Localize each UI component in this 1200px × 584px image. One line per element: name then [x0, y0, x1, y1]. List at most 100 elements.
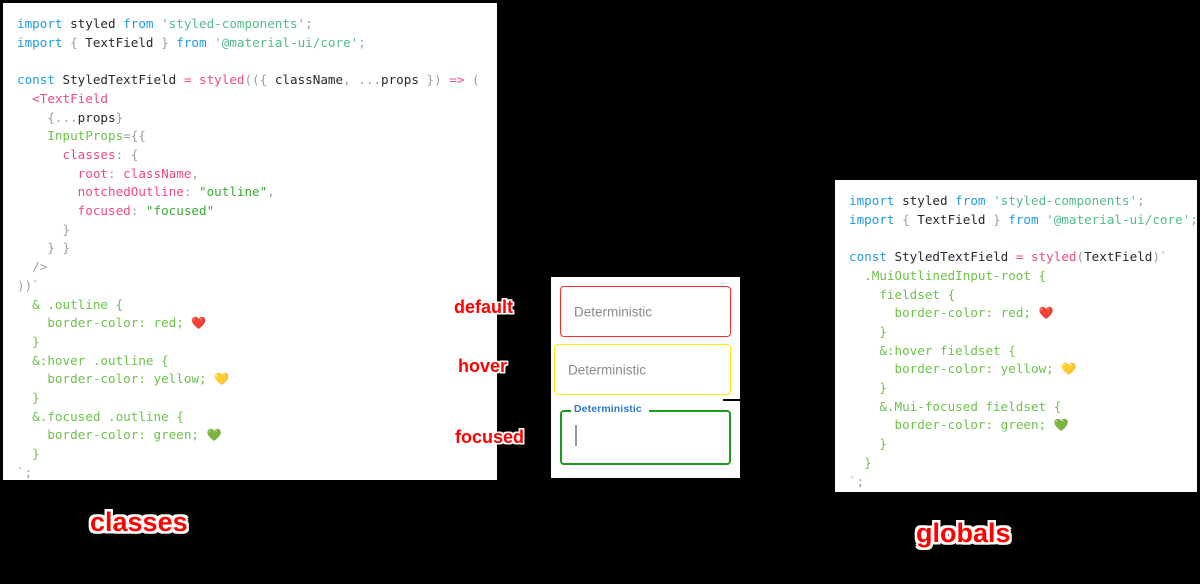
- code-token: 💛: [1061, 362, 1077, 377]
- code-token: ;: [358, 34, 366, 50]
- code-token: :: [130, 203, 146, 219]
- code-line: import styled from 'styled-components';: [849, 192, 1187, 211]
- code-token: ): [434, 72, 450, 88]
- code-line: focused: "focused": [17, 202, 487, 221]
- code-token: styled: [902, 193, 956, 208]
- textfield-default-label: Deterministic: [574, 304, 653, 319]
- code-token: TextField: [39, 90, 108, 106]
- code-token: green: [153, 427, 192, 443]
- code-token: <: [17, 90, 40, 106]
- code-token: (: [1076, 249, 1085, 265]
- code-line: }: [849, 435, 1187, 454]
- code-token: :: [183, 184, 199, 200]
- code-token: StyledTextField: [894, 249, 1016, 265]
- code-token: focused: [17, 203, 131, 219]
- code-line: }: [17, 221, 487, 240]
- textfield-focused-floating-label: Deterministic: [574, 403, 642, 415]
- code-token: green: [1000, 417, 1039, 433]
- code-line: }: [849, 454, 1187, 473]
- code-token: ))`: [17, 277, 40, 293]
- code-token: }: [849, 436, 887, 452]
- code-token: {: [17, 109, 55, 125]
- code-line: const StyledTextField = styled(({ classN…: [17, 71, 487, 90]
- code-token: ;: [176, 315, 192, 331]
- code-token: ...: [358, 72, 382, 88]
- code-token: } }: [17, 240, 71, 256]
- code-token: red: [1000, 305, 1024, 321]
- code-token: notchedOutline: [17, 184, 184, 200]
- code-line: border-color: red; ❤️: [849, 304, 1187, 323]
- code-token: '@material-ui/core': [214, 34, 359, 50]
- code-line: ))`: [17, 277, 487, 296]
- code-token: TextField: [917, 211, 986, 227]
- code-token: ❤️: [1038, 306, 1054, 321]
- code-line: import { TextField } from '@material-ui/…: [849, 211, 1197, 230]
- code-token: ;: [191, 427, 207, 443]
- code-token: }: [17, 221, 71, 237]
- code-line: } }: [17, 239, 487, 258]
- textfield-focused[interactable]: Deterministic: [560, 403, 731, 465]
- code-token: : {: [115, 146, 139, 162]
- code-token: import: [849, 211, 903, 227]
- code-line: &.Mui-focused fieldset {: [849, 398, 1187, 417]
- code-line: root: className,: [17, 165, 487, 184]
- code-token: ;: [305, 16, 313, 31]
- code-token: ;: [199, 371, 215, 387]
- text-caret: [575, 425, 577, 446]
- code-token: }: [418, 72, 435, 88]
- code-token: }: [985, 211, 1009, 227]
- code-token: }: [115, 109, 124, 125]
- code-token: {: [70, 34, 86, 50]
- code-token: ...: [54, 109, 78, 125]
- code-line: }: [849, 323, 1187, 342]
- code-token: 💚: [206, 428, 222, 443]
- code-token: }: [17, 333, 40, 349]
- code-line: InputProps={{: [17, 127, 487, 146]
- code-token: border-color: [17, 371, 139, 387]
- code-token: const: [849, 249, 895, 265]
- code-token: props: [381, 72, 419, 88]
- code-token: '@material-ui/core': [1046, 211, 1191, 227]
- code-line: {...props}: [17, 109, 487, 128]
- code-token: border-color: [849, 417, 986, 433]
- code-line: notchedOutline: "outline",: [17, 183, 487, 202]
- textfield-hover[interactable]: Deterministic: [554, 344, 731, 395]
- code-token: {: [902, 211, 918, 227]
- code-token: }: [849, 454, 872, 470]
- code-token: red: [153, 315, 177, 331]
- code-token: {: [259, 72, 275, 88]
- code-line: .MuiOutlinedInput-root {: [849, 267, 1187, 286]
- code-token: &.Mui-focused fieldset {: [849, 398, 1062, 414]
- code-token: ;: [1190, 212, 1197, 227]
- code-token: import: [17, 34, 71, 50]
- code-token: ;: [1023, 305, 1039, 321]
- code-token: from: [176, 34, 215, 50]
- code-token: fieldset {: [849, 286, 956, 302]
- code-token: TextField: [85, 34, 154, 50]
- callout-classes-title: classes: [90, 507, 188, 537]
- code-token: border-color: [17, 427, 139, 443]
- code-token: ,: [267, 184, 275, 200]
- code-token: &:hover .outline {: [17, 352, 169, 368]
- code-token: :: [138, 371, 154, 387]
- code-token: yellow: [1000, 361, 1047, 377]
- code-token: &:hover fieldset {: [849, 342, 1016, 358]
- code-token: :: [985, 361, 1001, 377]
- code-line: `;: [849, 473, 1187, 492]
- code-line: }: [17, 389, 487, 408]
- code-token: :: [138, 427, 154, 443]
- code-token: `;: [17, 464, 33, 480]
- code-token: =: [183, 72, 199, 88]
- textfield-default[interactable]: Deterministic: [560, 286, 731, 337]
- code-token: ;: [1046, 361, 1062, 377]
- code-line: classes: {: [17, 146, 487, 165]
- code-line: & .outline {: [17, 296, 487, 315]
- code-token: ❤️: [191, 316, 207, 331]
- code-token: const: [17, 72, 63, 88]
- code-token: 💚: [1053, 418, 1069, 433]
- code-line: &:hover fieldset {: [849, 342, 1187, 361]
- callout-hover: hover: [458, 356, 508, 376]
- callout-default: default: [454, 297, 514, 317]
- code-token: :: [108, 165, 124, 181]
